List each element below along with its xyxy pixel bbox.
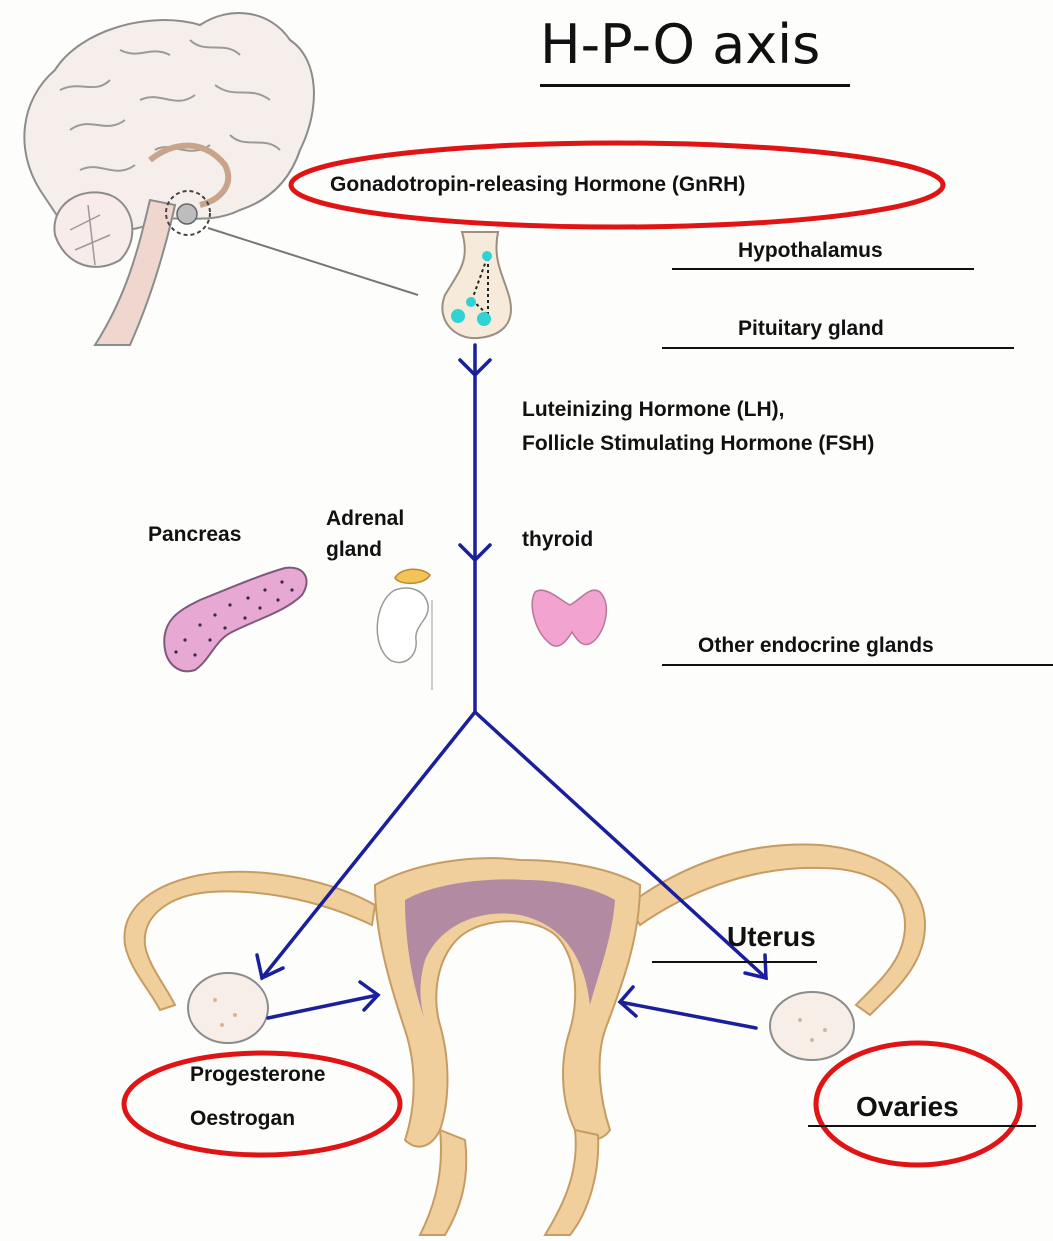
fsh-label: Follicle Stimulating Hormone (FSH) bbox=[522, 431, 874, 457]
hypothalamus-label: Hypothalamus bbox=[738, 238, 883, 264]
ovaries-label: Ovaries bbox=[856, 1090, 959, 1124]
pituitary-label: Pituitary gland bbox=[738, 316, 884, 342]
pancreas-illustration bbox=[164, 568, 306, 672]
pancreas-label: Pancreas bbox=[148, 522, 241, 548]
adrenal-label-line1: Adrenal bbox=[326, 506, 404, 532]
ovaries-underline bbox=[808, 1125, 1036, 1127]
other-glands-underline bbox=[662, 664, 1053, 666]
thyroid-label: thyroid bbox=[522, 527, 593, 553]
pituitary-underline bbox=[662, 347, 1014, 349]
ovary-illustrations bbox=[188, 973, 854, 1060]
other-glands-label: Other endocrine glands bbox=[698, 633, 934, 659]
gnrh-label: Gonadotropin-releasing Hormone (GnRH) bbox=[330, 172, 745, 198]
uterus-label: Uterus bbox=[727, 920, 816, 954]
pituitary-illustration bbox=[442, 232, 511, 338]
diagram-title: H-P-O axis bbox=[540, 14, 820, 76]
hypothalamus-underline bbox=[672, 268, 974, 270]
adrenal-label-line2: gland bbox=[326, 537, 382, 563]
uterus-underline bbox=[652, 961, 817, 963]
adrenal-gland-illustration bbox=[377, 569, 432, 690]
title-underline bbox=[540, 84, 850, 87]
oestrogan-label: Oestrogan bbox=[190, 1106, 295, 1132]
progesterone-label: Progesterone bbox=[190, 1062, 325, 1088]
thyroid-illustration bbox=[532, 590, 606, 646]
lh-label: Luteinizing Hormone (LH), bbox=[522, 397, 784, 423]
